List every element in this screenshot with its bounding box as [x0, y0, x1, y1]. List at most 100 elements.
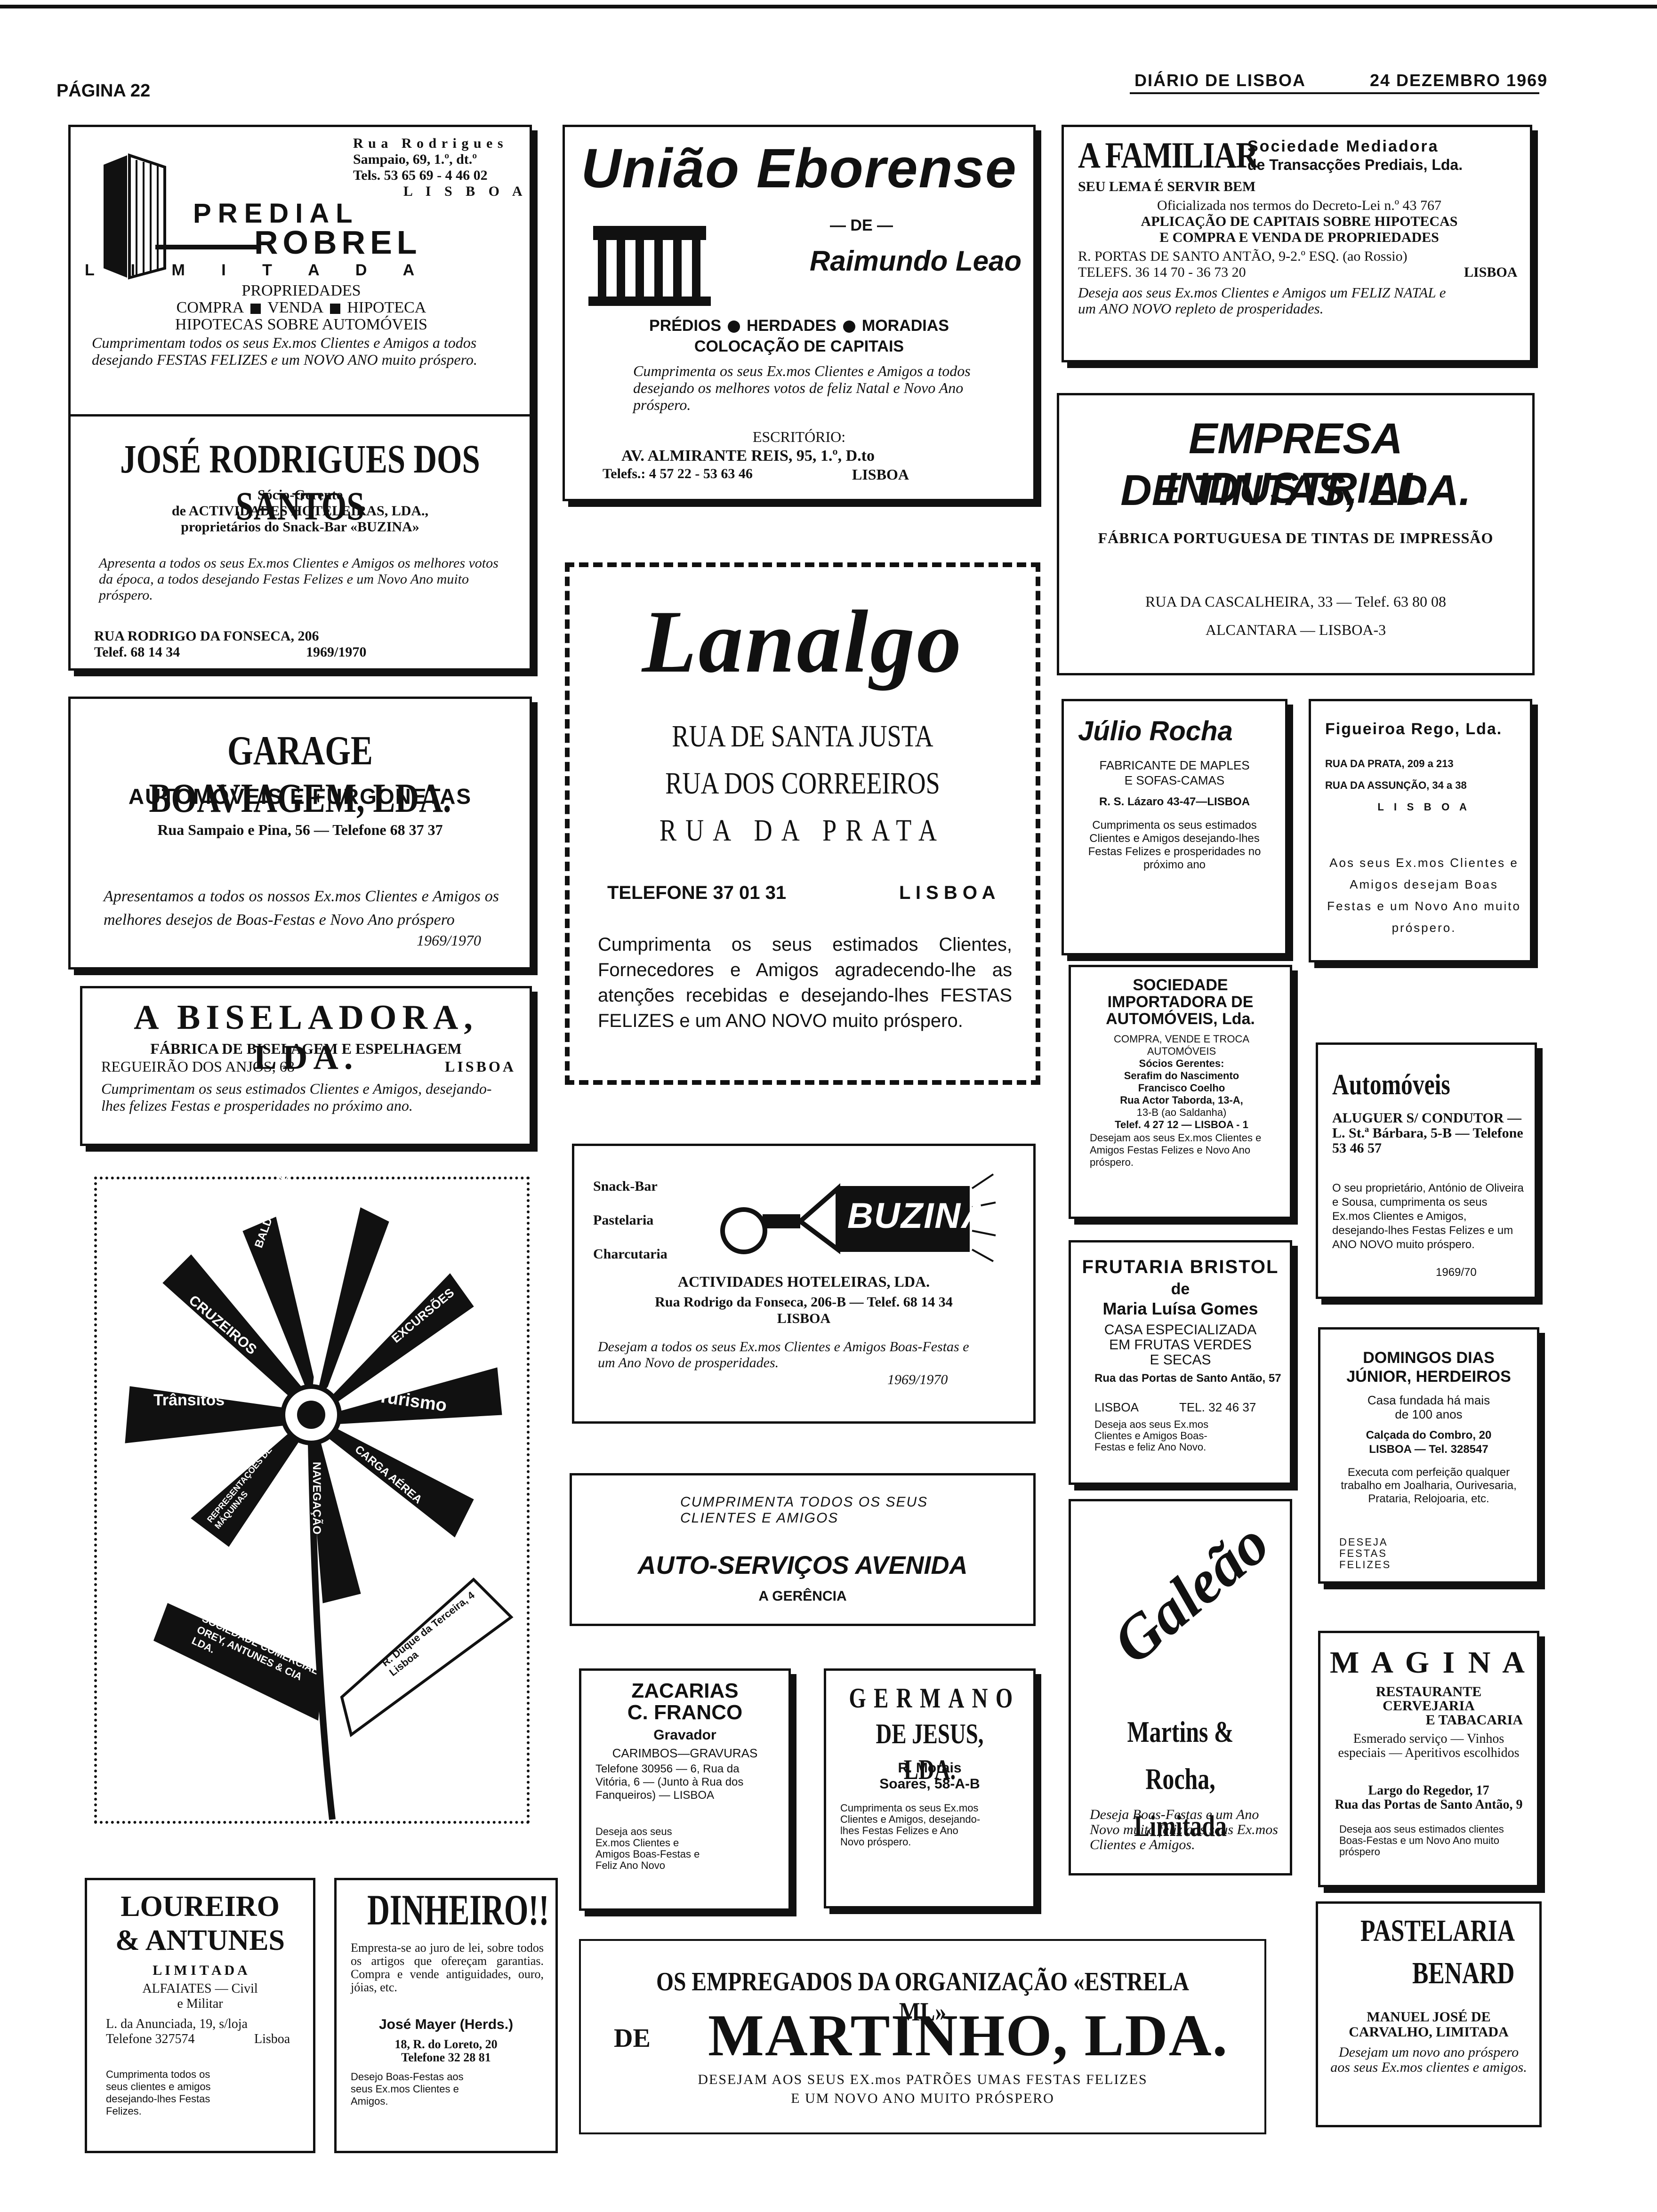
martinho-title: MARTINHO, LDA. [708, 2003, 1229, 2068]
autoservicos-sign: A GERÊNCIA [758, 1588, 847, 1604]
ad-a-familiar: A FAMILIAR Sociedade Mediadora de Transa… [1062, 125, 1532, 362]
ad-pastelaria-benard: PASTELARIA BENARD MANUEL JOSÉ DE CARVALH… [1316, 1901, 1542, 2127]
predial-greeting: Cumprimentam todos os seus Ex.mos Client… [92, 334, 477, 368]
domingos-title: DOMINGOS DIAS JÚNIOR, HERDEIROS [1346, 1349, 1511, 1386]
santos-greeting: Apresenta a todos os seus Ex.mos Cliente… [99, 555, 499, 603]
automoveis-title: Automóveis [1332, 1069, 1450, 1101]
automoveis-years: 1969/70 [1436, 1266, 1477, 1279]
ad-martinho: OS EMPREGADOS DA ORGANIZAÇÃO «ESTRELA ML… [579, 1939, 1266, 2134]
predial-address: Rua Rodrigues Sampaio, 69, 1.º, dt.º Tel… [353, 136, 527, 199]
ad-uniao-eborense: União Eborense — DE — Raimundo Leao PRÉD… [563, 125, 1036, 501]
figueiroa-greeting: Aos seus Ex.mos Clientes e Amigos deseja… [1327, 856, 1521, 935]
familiar-details: Oficializada nos termos do Decreto-Lei n… [1141, 198, 1458, 245]
familiar-greeting: Deseja aos seus Ex.mos Clientes e Amigos… [1078, 284, 1446, 317]
ad-dinheiro: DINHEIRO!! Empresta-se ao juro de lei, s… [334, 1878, 558, 2153]
predial-brand: PREDIAL [193, 198, 359, 229]
loureiro-city: Lisboa [254, 2032, 290, 2046]
santos-address: RUA RODRIGO DA FONSECA, 206 [94, 628, 319, 644]
garage-years: 1969/1970 [417, 932, 481, 949]
pastelaria-title-1: PASTELARIA [1360, 1914, 1515, 1948]
horn-illustration [716, 1160, 998, 1268]
martinho-de: DE [614, 2024, 651, 2053]
galeao-brand: Galeão [1100, 1509, 1282, 1677]
julio-trade: FABRICANTE DE MAPLES E SOFAS-CAMAS [1099, 758, 1250, 787]
frutaria-title: FRUTARIA BRISTOL [1082, 1257, 1279, 1277]
ad-garage-boaviagem: GARAGE BOAVIAGEM, LDA. AUTOMÓVEIS E FURG… [68, 697, 532, 970]
page-top-rule [0, 5, 1657, 8]
tintas-address: RUA DA CASCALHEIRA, 33 — Telef. 63 80 08 [1145, 593, 1446, 610]
ad-julio-rocha: Júlio Rocha FABRICANTE DE MAPLES E SOFAS… [1062, 699, 1287, 955]
buzina-greeting: Desejam a todos os seus Ex.mos Clientes … [598, 1339, 969, 1370]
julio-address: R. S. Lázaro 43-47—LISBOA [1099, 795, 1250, 808]
domingos-services: Executa com perfeição qualquer trabalho … [1341, 1466, 1517, 1505]
magina-service: Esmerado serviço — Vinhos especiais — Ap… [1338, 1731, 1520, 1760]
page-number: PÁGINA 22 [56, 81, 151, 101]
garage-sub: AUTOMÓVEIS E FURGONETAS [128, 784, 472, 809]
flower-illustration [125, 1207, 514, 1820]
loureiro-sub: L I M I T A D A [153, 1963, 248, 1978]
garage-address: Rua Sampaio e Pina, 56 — Telefone 68 37 … [157, 821, 443, 838]
loureiro-address: L. da Anunciada, 19, s/loja [106, 2017, 248, 2031]
zacarias-trade: CARIMBOS—GRAVURAS [612, 1746, 758, 1760]
magina-type: RESTAURANTE CERVEJARIA E TABACARIA [1375, 1684, 1523, 1728]
julio-greeting: Cumprimenta os seus estimados Clientes e… [1088, 819, 1261, 871]
loureiro-greeting: Cumprimenta todos os seus clientes e ami… [106, 2068, 211, 2117]
galeao-company: Martins & Rocha, Limitada [1127, 1715, 1234, 1843]
petal-label-navegacao: NAVEGAÇÃO [310, 1462, 323, 1535]
newspaper-name: DIÁRIO DE LISBOA [1134, 71, 1306, 90]
buzina-services: Snack-Bar Pastelaria Charcutaria [593, 1178, 668, 1262]
domingos-founded: Casa fundada há mais de 100 anos [1367, 1393, 1490, 1421]
lanalgo-streets: RUA DE SANTA JUSTA RUA DOS CORREEIROS RU… [660, 719, 946, 848]
figueiroa-title: Figueiroa Rego, Lda. [1325, 720, 1503, 738]
building-logo [94, 146, 174, 287]
figueiroa-addresses: RUA DA PRATA, 209 a 213 RUA DA ASSUNÇÃO,… [1325, 758, 1471, 813]
frutaria-phone: TEL. 32 46 37 [1179, 1400, 1256, 1414]
uniao-owner: Raimundo Leao [810, 245, 1022, 277]
frutaria-address: Rua das Portas de Santo Antão, 57 [1094, 1372, 1281, 1385]
sociedade-greeting: Desejam aos seus Ex.mos Clientes e Amigo… [1090, 1132, 1262, 1168]
autoservicos-greeting: CUMPRIMENTA TODOS OS SEUS CLIENTES E AMI… [680, 1494, 928, 1526]
ad-orey-antunes-flower: BALDEAÇÕES Ferro EXCURSÕES Turismo CARGA… [94, 1171, 530, 1824]
ad-automoveis: Automóveis ALUGUER S/ CONDUTOR — L. St.ª… [1316, 1042, 1537, 1299]
santos-title: JOSÉ RODRIGUES DOS SANTOS [120, 436, 480, 529]
automoveis-greeting: O seu proprietário, António de Oliveira … [1332, 1182, 1524, 1251]
frutaria-greeting: Deseja aos seus Ex.mos Clientes e Amigos… [1094, 1419, 1209, 1453]
tintas-title-2: DE TINTAS, LDA. [1120, 466, 1471, 514]
buzina-company: ACTIVIDADES HOTELEIRAS, LDA. [677, 1273, 930, 1290]
ad-galeao: Galeão Martins & Rocha, Limitada Deseja … [1069, 1499, 1292, 1875]
martinho-greeting: DESEJAM AOS SEUS EX.mos PATRÕES UMAS FES… [698, 2072, 1148, 2106]
martinho-intro: OS EMPREGADOS DA ORGANIZAÇÃO «ESTRELA ML… [656, 1967, 1189, 2027]
dinheiro-details: Empresta-se ao juro de lei, sobre todos … [351, 1941, 544, 1994]
santos-phone: Telef. 68 14 34 [94, 644, 180, 660]
biseladora-greeting: Cumprimentam os seus estimados Clientes … [101, 1080, 492, 1114]
frutaria-owner: Maria Luísa Gomes [1102, 1299, 1258, 1318]
petal-label-transitos: Trânsitos [153, 1391, 225, 1409]
santos-role: Sócio-Gerente de ACTIVIDADES HOTELEIRAS,… [171, 487, 429, 535]
biseladora-trade: FÁBRICA DE BISELAGEM E ESPELHAGEM [150, 1040, 462, 1057]
autoservicos-title: AUTO-SERVIÇOS AVENIDA [637, 1551, 968, 1579]
ad-jose-rodrigues-dos-santos: JOSÉ RODRIGUES DOS SANTOS Sócio-Gerente … [68, 414, 532, 671]
biseladora-title: A BISELADORA, LDA. [134, 998, 478, 1077]
zacarias-sub: Gravador [653, 1727, 716, 1743]
buzina-address: Rua Rodrigo da Fonseca, 206-B — Telef. 6… [655, 1294, 953, 1310]
automoveis-rental: ALUGUER S/ CONDUTOR — L. St.ª Bárbara, 5… [1332, 1110, 1523, 1156]
ad-auto-servicos-avenida: CUMPRIMENTA TODOS OS SEUS CLIENTES E AMI… [570, 1473, 1036, 1626]
domingos-address: Calçada do Combro, 20 LISBOA — Tel. 3285… [1366, 1429, 1492, 1456]
tintas-city: ALCANTARA — LISBOA-3 [1205, 621, 1386, 638]
ad-frutaria-bristol: FRUTARIA BRISTOL de Maria Luísa Gomes CA… [1069, 1240, 1292, 1485]
uniao-title: União Eborense [581, 137, 1017, 200]
lanalgo-phone: TELEFONE 37 01 31 [607, 882, 787, 903]
sociedade-title: SOCIEDADE IMPORTADORA DE AUTOMÓVEIS, Lda… [1106, 976, 1255, 1028]
uniao-greeting: Cumprimenta os seus Ex.mos Clientes e Am… [633, 362, 971, 413]
ad-empresa-industrial-de-tintas: EMPRESA INDUSTRIAL DE TINTAS, LDA. FÁBRI… [1057, 393, 1535, 675]
magina-greeting: Deseja aos seus estimados clientes Boas-… [1339, 1823, 1504, 1858]
garage-title: GARAGE BOAVIAGEM, LDA. [149, 728, 451, 821]
familiar-city: LISBOA [1464, 264, 1518, 280]
uniao-office-label: ESCRITÓRIO: [752, 428, 846, 445]
lanalgo-city: L I S B O A [899, 882, 996, 903]
issue-date: 24 DEZEMBRO 1969 [1370, 71, 1548, 90]
ad-domingos-dias: DOMINGOS DIAS JÚNIOR, HERDEIROS Casa fun… [1318, 1327, 1539, 1584]
familiar-sub1: Sociedade Mediadora [1247, 137, 1439, 155]
familiar-phones: TELEFS. 36 14 70 - 36 73 20 [1078, 264, 1246, 280]
